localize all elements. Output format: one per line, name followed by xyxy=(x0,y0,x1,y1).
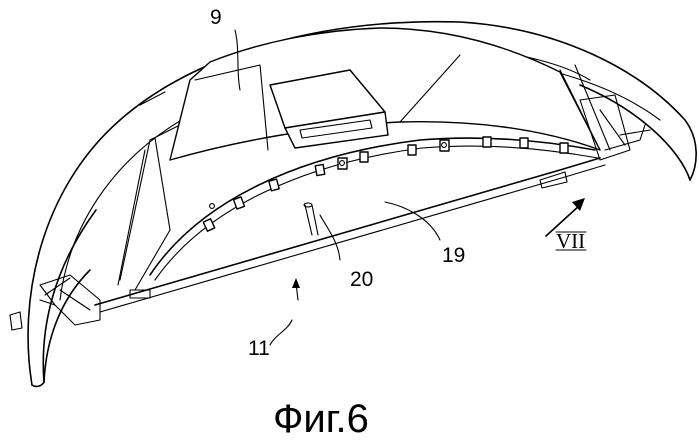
label-view-VII: VII xyxy=(556,229,585,253)
central-panel xyxy=(170,28,600,160)
rod xyxy=(304,203,318,235)
arrow-11 xyxy=(292,278,300,300)
label-20: 20 xyxy=(350,268,373,291)
lower-edge-clips xyxy=(150,137,598,280)
right-bracket xyxy=(580,95,650,160)
label-9: 9 xyxy=(210,6,222,29)
label-19: 19 xyxy=(442,244,465,267)
left-bracket xyxy=(10,275,100,330)
figure-caption: Фиг.6 xyxy=(273,397,369,441)
label-11: 11 xyxy=(248,337,270,360)
